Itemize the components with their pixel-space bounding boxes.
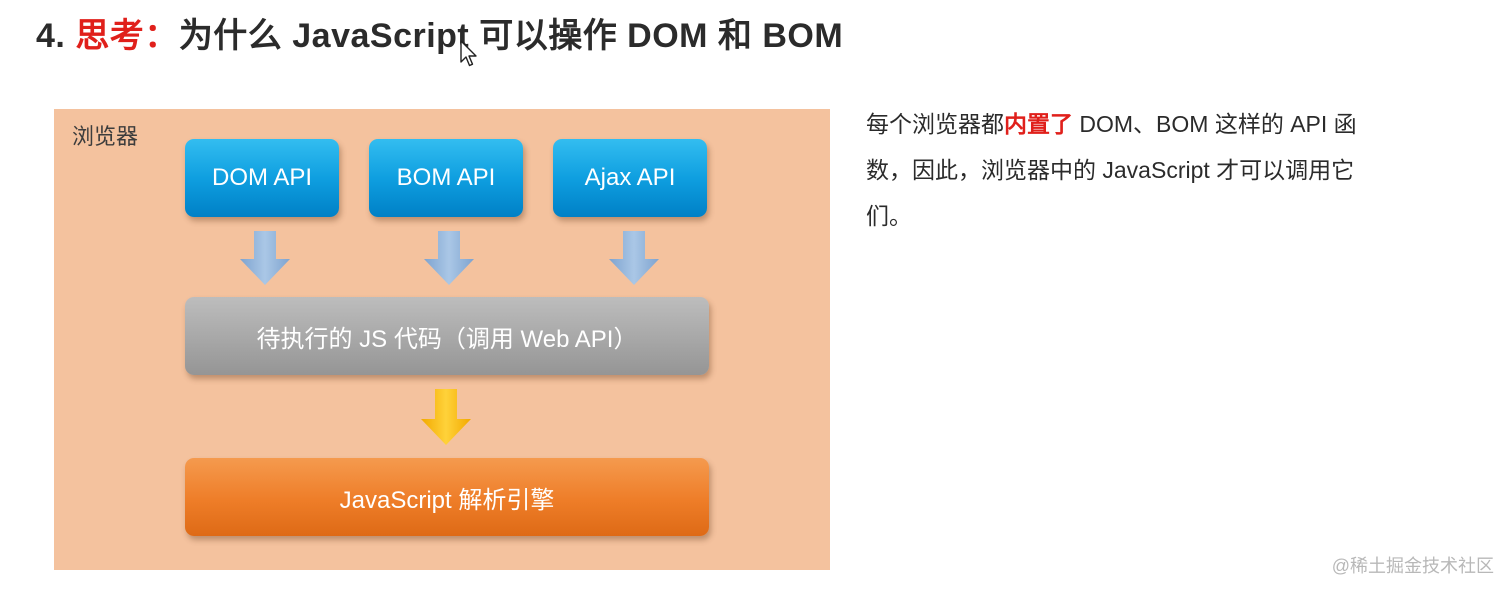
down-arrow-icon — [609, 231, 659, 285]
page-title: 4. 思考：为什么 JavaScript 可以操作 DOM 和 BOM — [36, 8, 843, 57]
title-text: 为什么 JavaScript 可以操作 DOM 和 BOM — [178, 17, 844, 55]
js-code-box: 待执行的 JS 代码（调用 Web API） — [185, 297, 709, 375]
mouse-pointer-icon — [460, 40, 477, 67]
js-engine-box: JavaScript 解析引擎 — [185, 458, 709, 536]
description-highlight: 内置了 — [1004, 111, 1073, 137]
ajax-api-box: Ajax API — [553, 139, 707, 217]
dom-api-box: DOM API — [185, 139, 339, 217]
down-arrow-icon — [240, 231, 290, 285]
browser-label: 浏览器 — [72, 124, 139, 149]
down-arrow-icon — [421, 389, 471, 445]
bom-api-box: BOM API — [369, 139, 523, 217]
title-highlight: 思考： — [75, 17, 179, 55]
description-before: 每个浏览器都 — [866, 111, 1004, 137]
description-after: DOM、BOM 这样的 API 函数，因此，浏览器中的 JavaScript 才… — [866, 111, 1357, 229]
browser-diagram: 浏览器 DOM API BOM API Ajax API 待执行的 JS 代码（… — [54, 109, 830, 570]
down-arrow-icon — [424, 231, 474, 285]
title-number: 4. — [36, 17, 66, 55]
description-text: 每个浏览器都内置了 DOM、BOM 这样的 API 函数，因此，浏览器中的 Ja… — [866, 101, 1366, 239]
watermark: @稀土掘金技术社区 — [1331, 556, 1494, 576]
